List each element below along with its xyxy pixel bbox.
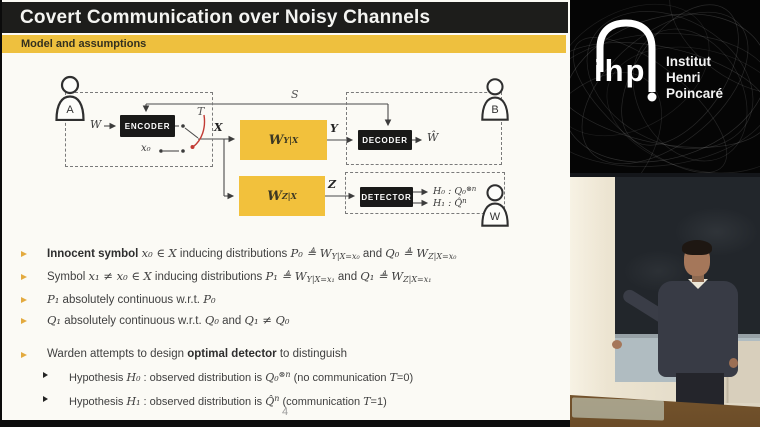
bullet-hypothesis-0: Hypothesis H₀ : observed distribution is… xyxy=(14,367,562,386)
alice-dashed-box xyxy=(65,92,213,167)
sub-bullet-triangle-icon xyxy=(43,395,48,402)
video-top-edge xyxy=(570,173,760,177)
label-w-hat: Ŵ xyxy=(427,131,439,144)
detector-block: DETECTOR xyxy=(360,187,413,207)
person-warden: W xyxy=(479,182,511,228)
diagram-wires xyxy=(104,103,429,207)
encoder-block: ENCODER xyxy=(120,115,175,137)
speaker-hair xyxy=(682,240,712,255)
speaker-torso xyxy=(658,281,738,377)
slide-subtitle-bar: Model and assumptions xyxy=(2,35,566,53)
institute-line: Institut xyxy=(666,54,711,69)
ihp-brand-panel: ihp Institut Henri Poincaré xyxy=(570,0,760,173)
bullet-hypothesis-1: Hypothesis H₁ : observed distribution is… xyxy=(14,391,562,410)
slide-subtitle: Model and assumptions xyxy=(21,38,147,50)
label-z: Z xyxy=(328,178,337,191)
person-alice: A xyxy=(53,75,87,122)
slide-title: Covert Communication over Noisy Channels xyxy=(20,7,431,28)
person-warden-icon xyxy=(481,184,509,227)
speaker-video-feed xyxy=(570,173,760,427)
person-warden-label: W xyxy=(489,211,501,223)
bullet-triangle-icon xyxy=(21,296,27,303)
sub-bullet-triangle-icon xyxy=(43,371,48,378)
bullet-triangle-icon xyxy=(21,317,27,324)
person-bob: B xyxy=(479,77,511,121)
decoder-block: DECODER xyxy=(358,130,412,150)
label-hypothesis-1: H₁ : Q̂n xyxy=(433,197,467,209)
bob-dashed-box xyxy=(346,92,502,165)
institute-line: Henri xyxy=(666,70,701,85)
speaker-collar xyxy=(688,279,708,289)
person-alice-label: A xyxy=(66,104,74,116)
guilloche-pattern-icon xyxy=(570,0,760,173)
institute-name: Institut Henri Poincaré xyxy=(666,54,723,102)
bullet-symbol-x1: Symbol x₁ ≠ x₀ ∈ X inducing distribution… xyxy=(14,269,562,287)
speaker-right-hand xyxy=(729,358,738,368)
ihp-logo-text: ihp xyxy=(594,53,647,88)
speaker-left-hand xyxy=(612,340,622,349)
label-y: Y xyxy=(330,122,338,135)
slide-left-edge xyxy=(0,0,2,427)
bullet-q1-continuous: Q₁ absolutely continuous w.r.t. Q₀ and Q… xyxy=(14,313,562,329)
bullet-innocent-symbol: Innocent symbol x₀ ∈ X inducing distribu… xyxy=(14,246,562,264)
person-bob-icon xyxy=(481,78,509,121)
label-message-w: W xyxy=(90,118,102,131)
person-bob-label: B xyxy=(491,104,499,116)
speaker-neck xyxy=(692,271,704,282)
table-glass-sheet xyxy=(572,397,664,421)
bullet-triangle-icon xyxy=(21,273,27,280)
switch-arc-icon xyxy=(190,114,206,149)
bullet-p1-continuous: P₁ absolutely continuous w.r.t. P₀ xyxy=(14,292,562,308)
bullet-triangle-icon xyxy=(21,250,27,257)
label-hypothesis-0: H₀ : Q₀⊗n xyxy=(433,185,477,197)
person-alice-icon xyxy=(55,75,85,122)
label-switch-t: T xyxy=(197,105,205,118)
bullet-triangle-icon xyxy=(21,351,27,358)
presentation-slide: Covert Communication over Noisy Channels… xyxy=(0,0,570,427)
slide-title-bar: Covert Communication over Noisy Channels xyxy=(2,2,568,33)
label-x: X xyxy=(214,121,223,134)
institute-line: Poincaré xyxy=(666,86,724,101)
label-s: S xyxy=(291,88,299,101)
label-x0: x₀ xyxy=(141,143,151,154)
bullet-list: Innocent symbol x₀ ∈ X inducing distribu… xyxy=(14,246,562,415)
ihp-logo-arch-icon xyxy=(596,19,657,102)
bullet-warden: Warden attempts to design optimal detect… xyxy=(14,347,562,362)
page-number: 4 xyxy=(281,406,289,418)
slide-bottom-bar xyxy=(0,420,570,427)
warden-dashed-box xyxy=(345,172,505,214)
